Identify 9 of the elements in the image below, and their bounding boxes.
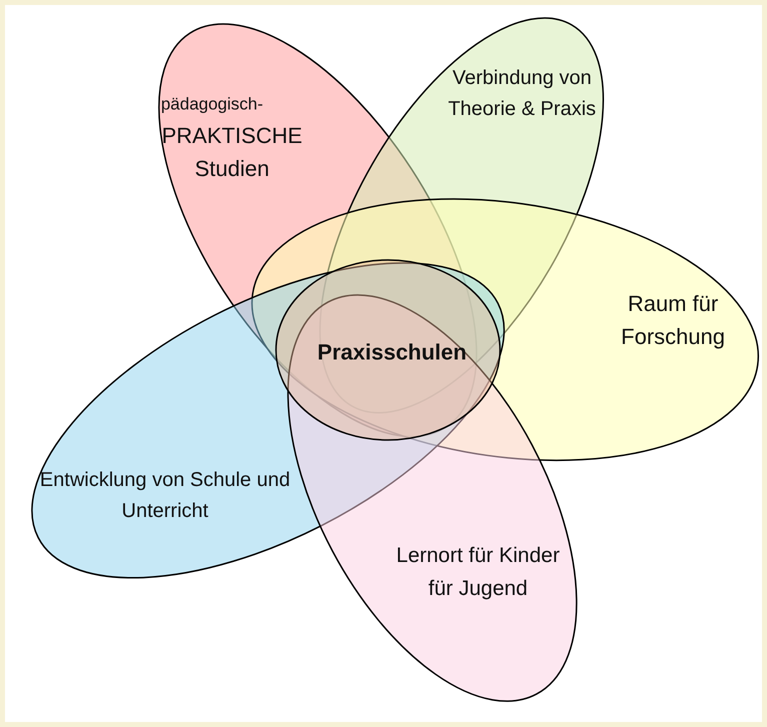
ellipse-label: PRAKTISCHE Studien — [160, 122, 304, 183]
ellipse-label: Lernort für Kinder für Jugend — [395, 543, 561, 602]
ellipse-label: Entwicklung von Schule und Unterricht — [38, 468, 292, 524]
ellipse-shape — [275, 259, 501, 441]
ellipse-label: pädagogisch- — [160, 93, 264, 116]
ellipse-label: Raum für Forschung — [620, 290, 726, 351]
ellipse-label: Praxisschulen — [316, 338, 468, 366]
ellipse-shape — [252, 198, 758, 462]
ellipse-label: Verbindung von Theorie & Praxis — [447, 66, 597, 122]
